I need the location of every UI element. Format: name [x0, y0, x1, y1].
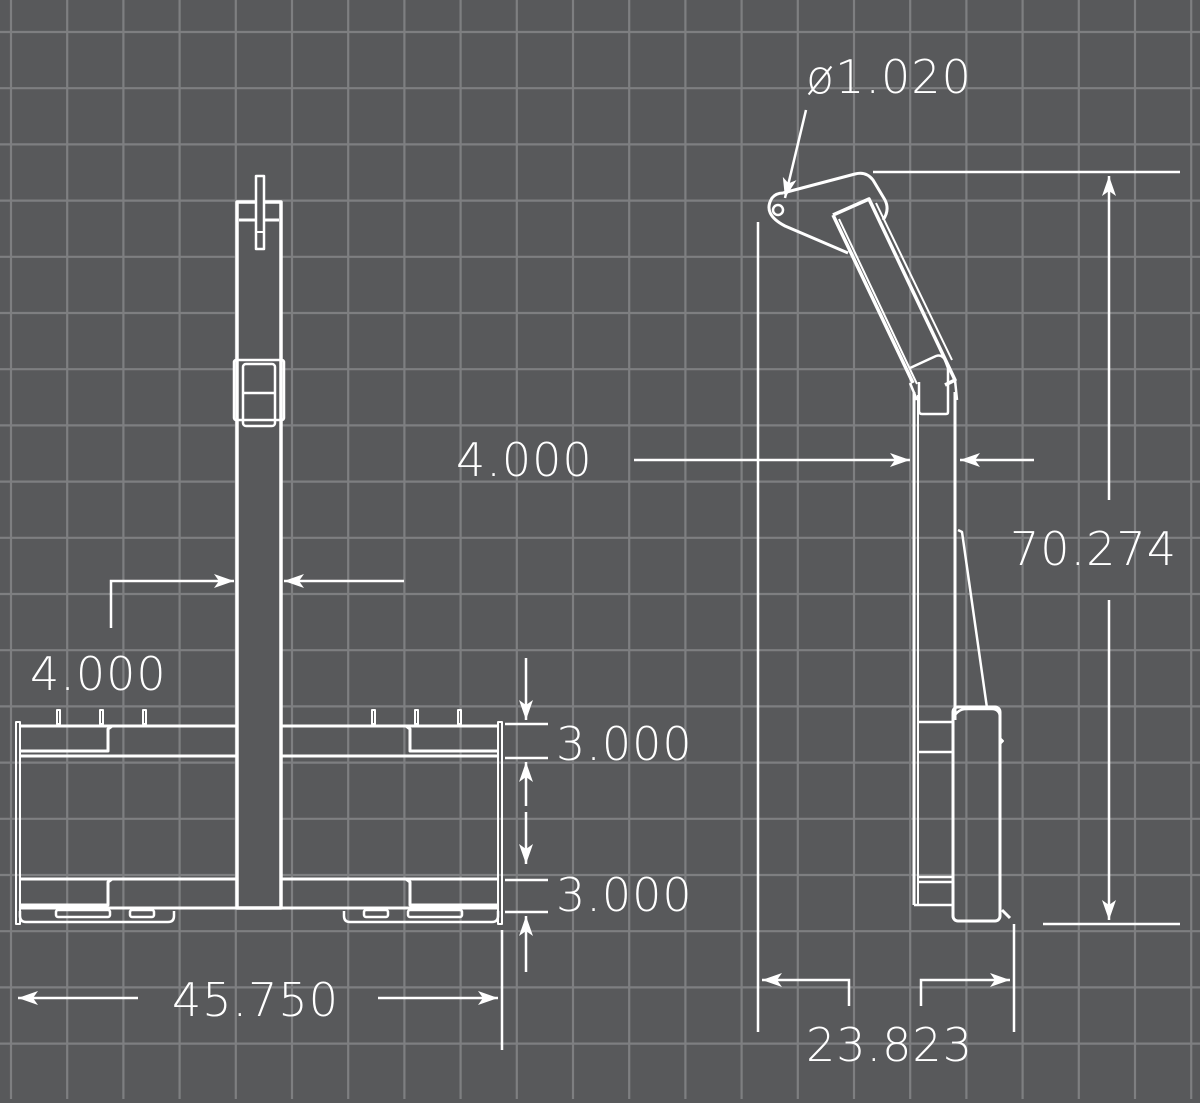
dim-hole-diameter: ø1.020 — [806, 50, 972, 104]
dim-bottom-bar-height: 3.000 — [556, 868, 693, 922]
front-upright-post — [232, 174, 286, 910]
side-diagonal-brace — [957, 528, 989, 709]
front-dimensions — [18, 574, 548, 1050]
dim-overall-depth: 23.823 — [806, 1018, 973, 1072]
side-view — [767, 171, 1012, 923]
dim-overall-width: 45.750 — [172, 973, 339, 1027]
mount-hole — [771, 203, 785, 217]
dim-front-upright-width: 4.000 — [30, 647, 167, 701]
side-knuckle — [909, 354, 950, 416]
dim-overall-height: 70.274 — [1010, 522, 1177, 576]
side-upright — [912, 392, 957, 907]
side-angled-arm — [831, 197, 957, 387]
side-top-plate — [767, 171, 889, 255]
side-carriage — [918, 705, 1012, 923]
side-dimensions — [634, 109, 1180, 1032]
front-frame-left — [15, 709, 237, 925]
front-frame-right — [281, 709, 503, 925]
dim-top-bar-height: 3.000 — [556, 717, 693, 771]
dim-side-upright-width: 4.000 — [456, 433, 593, 487]
front-view — [15, 174, 503, 925]
